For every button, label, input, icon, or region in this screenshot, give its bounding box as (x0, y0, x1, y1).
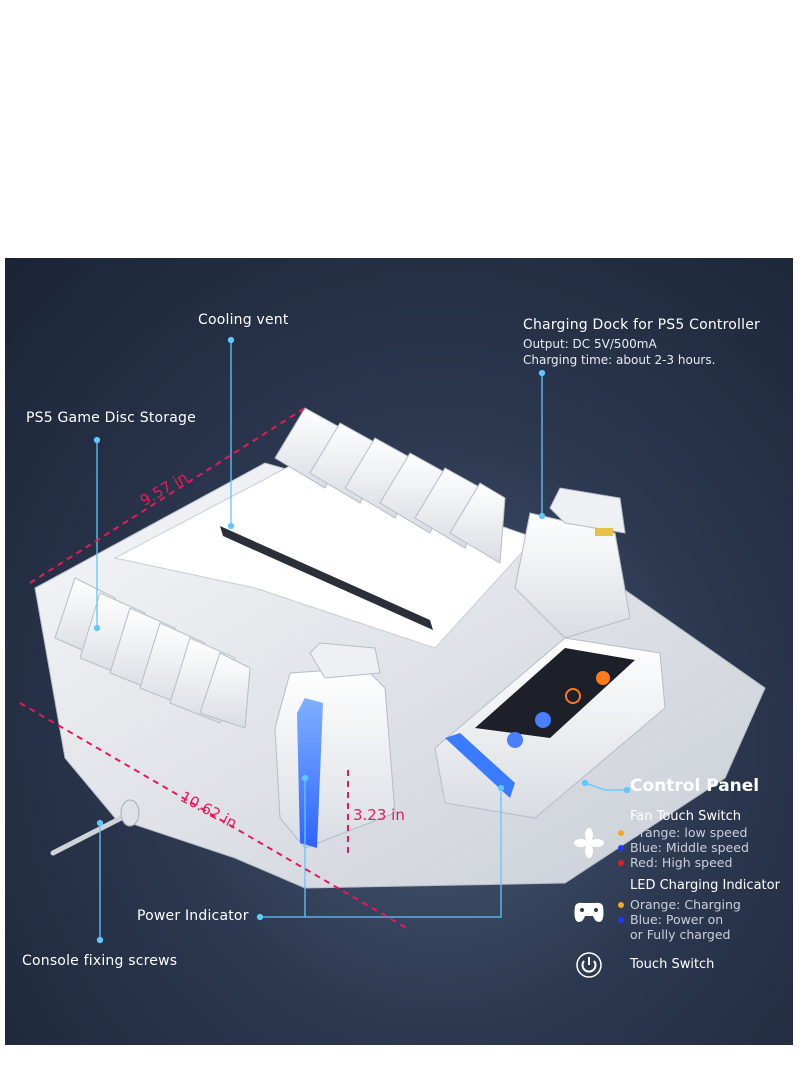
fan-legend-item: Blue: Middle speed (618, 840, 749, 855)
product-panel: Cooling vent PS5 Game Disc Storage Charg… (5, 258, 793, 1045)
fan-icon (574, 828, 604, 858)
height-dimension: 3.23 in (353, 806, 405, 824)
fan-legend-item: Red: High speed (618, 855, 732, 870)
rear-disc-slots (274, 407, 506, 564)
product-illustration (19, 336, 766, 978)
charging-dock-time: Charging time: about 2-3 hours. (523, 353, 716, 367)
fan-switch-title: Fan Touch Switch (630, 809, 742, 824)
orange-dot (618, 901, 624, 908)
rear-charging-dock (514, 487, 631, 639)
fixing-screw (50, 799, 140, 856)
led-legend-item: Orange: Charging (618, 897, 741, 912)
fan-legend-item: Orange: low speed (618, 825, 747, 840)
console-screws-label: Console fixing screws (22, 953, 178, 969)
orange-dot (618, 829, 624, 836)
control-panel-label: Control Panel (630, 776, 760, 796)
control-panel-block (434, 637, 666, 819)
callout-lines (93, 336, 631, 944)
led-legend-item: Blue: Power on (618, 912, 723, 927)
cooling-vent (220, 526, 433, 630)
dimension-lines (19, 407, 411, 931)
led-indicator-title: LED Charging Indicator (630, 878, 780, 893)
disc-storage-label: PS5 Game Disc Storage (26, 410, 196, 426)
front-disc-slots (54, 577, 251, 729)
power-icon (576, 952, 602, 978)
gamepad-icon (574, 902, 604, 922)
power-indicator-label: Power Indicator (137, 908, 249, 924)
red-dot (618, 859, 624, 866)
led-legend-item: or Fully charged (630, 927, 731, 942)
cooling-vent-label: Cooling vent (198, 312, 289, 328)
blue-dot (618, 844, 624, 851)
charging-dock-output: Output: DC 5V/500mA (523, 337, 657, 351)
charging-dock-title: Charging Dock for PS5 Controller (523, 317, 760, 333)
touch-switch-title: Touch Switch (630, 957, 715, 972)
blue-dot (618, 916, 624, 923)
